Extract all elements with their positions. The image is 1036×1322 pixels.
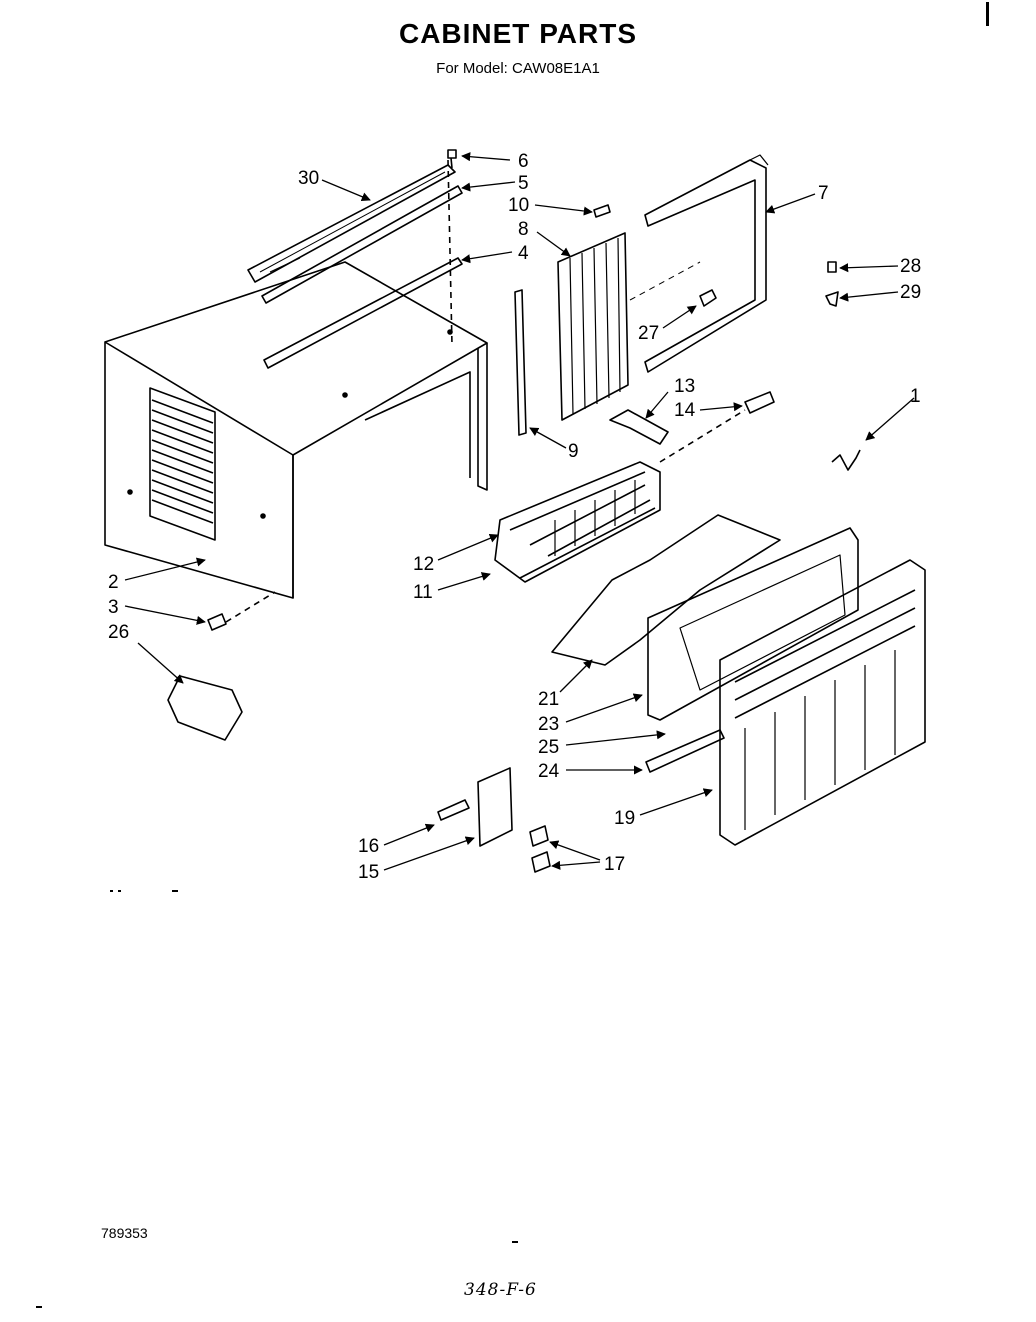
callout-21: 21 bbox=[538, 689, 559, 710]
frame-7 bbox=[644, 154, 769, 373]
knob-27 bbox=[699, 289, 717, 307]
front-grille-19 bbox=[719, 559, 926, 846]
callout-11: 11 bbox=[413, 582, 433, 603]
strip-24 bbox=[645, 729, 725, 773]
stray-marks bbox=[36, 890, 518, 1308]
rail-30 bbox=[247, 164, 456, 283]
clip-1 bbox=[831, 449, 861, 471]
callout-30: 30 bbox=[298, 168, 319, 189]
callout-15: 15 bbox=[358, 862, 379, 883]
pad-16 bbox=[437, 799, 470, 821]
callout-5: 5 bbox=[518, 173, 529, 194]
callout-26: 26 bbox=[108, 622, 129, 643]
callout-29: 29 bbox=[900, 282, 921, 303]
callout-23: 23 bbox=[538, 714, 559, 735]
callout-13: 13 bbox=[674, 376, 695, 397]
bracket-15 bbox=[477, 767, 513, 847]
callout-10: 10 bbox=[508, 195, 529, 216]
callout-7: 7 bbox=[818, 183, 829, 204]
callout-14: 14 bbox=[674, 400, 696, 421]
filter-frame-21 bbox=[551, 514, 781, 666]
callout-24: 24 bbox=[538, 761, 560, 782]
page-title: CABINET PARTS bbox=[398, 18, 638, 49]
callout-16: 16 bbox=[358, 836, 379, 857]
clip-14 bbox=[744, 391, 775, 414]
model-subtitle: For Model: CAW08E1A1 bbox=[436, 60, 600, 77]
callout-6: 6 bbox=[518, 151, 529, 172]
parts-packet-26 bbox=[167, 675, 243, 741]
bracket-13 bbox=[609, 409, 669, 445]
screw-10 bbox=[593, 204, 611, 218]
callout-labels: 1 2 3 4 5 6 7 8 9 10 11 12 13 14 15 16 1… bbox=[108, 151, 921, 883]
strip-9 bbox=[514, 289, 527, 436]
cabinet-louvers bbox=[149, 387, 216, 541]
rail-4 bbox=[263, 257, 463, 369]
panel-8 bbox=[557, 232, 629, 421]
clip-29 bbox=[825, 291, 839, 307]
rail-5 bbox=[261, 185, 463, 304]
screw-3 bbox=[207, 613, 227, 631]
callout-1: 1 bbox=[910, 386, 921, 407]
knob-17-lower bbox=[531, 851, 551, 873]
callout-12: 12 bbox=[413, 554, 434, 575]
corner-mark bbox=[986, 2, 989, 26]
screw-28 bbox=[827, 261, 837, 273]
base-assembly bbox=[494, 461, 661, 583]
callout-19: 19 bbox=[614, 808, 635, 829]
cabinet-shell bbox=[104, 261, 488, 599]
callout-9: 9 bbox=[568, 441, 579, 462]
callout-25: 25 bbox=[538, 737, 559, 758]
callout-2: 2 bbox=[108, 572, 119, 593]
document-number: 789353 bbox=[101, 1225, 148, 1241]
callout-8: 8 bbox=[518, 219, 529, 240]
knob-17-upper bbox=[529, 825, 549, 847]
callout-17: 17 bbox=[604, 854, 625, 875]
handwritten-note: 348-F-6 bbox=[464, 1280, 537, 1300]
screw-6 bbox=[447, 149, 457, 169]
callout-3: 3 bbox=[108, 597, 119, 618]
callout-27: 27 bbox=[638, 323, 659, 344]
callout-28: 28 bbox=[900, 256, 921, 277]
callout-4: 4 bbox=[518, 243, 529, 264]
filter-23 bbox=[647, 527, 859, 721]
